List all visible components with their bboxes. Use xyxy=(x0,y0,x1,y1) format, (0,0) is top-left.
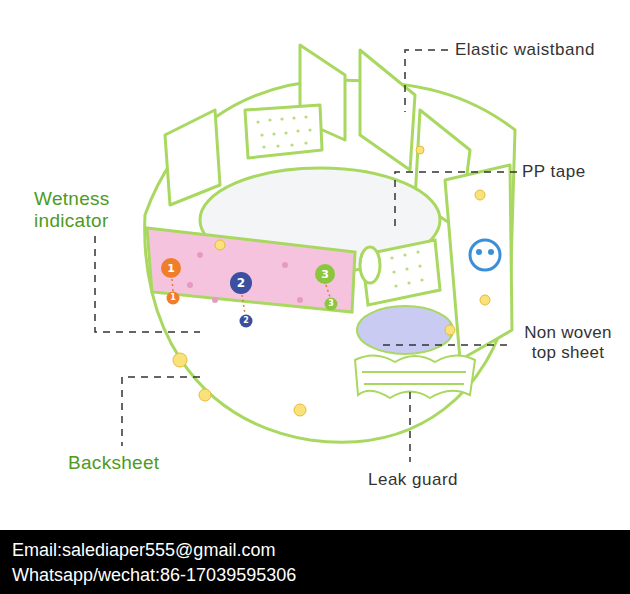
pink-band xyxy=(147,228,355,312)
leader-line xyxy=(409,392,411,462)
indicator-circle xyxy=(230,272,252,294)
band-prints xyxy=(297,297,303,303)
pp-tape-dots xyxy=(418,264,421,267)
callout-number: 1 xyxy=(167,263,175,274)
leader-line xyxy=(122,377,200,446)
part-label: PP tape xyxy=(522,162,622,182)
footer-bar xyxy=(0,530,630,594)
tape-dots xyxy=(256,120,259,123)
panda-print xyxy=(470,240,500,270)
part-label: Wetness indicator xyxy=(34,188,154,232)
pp-tape xyxy=(360,240,440,305)
leak-guard xyxy=(362,372,466,384)
wetness-band xyxy=(147,228,355,328)
indicator-circle xyxy=(315,264,335,284)
indicator-dots xyxy=(172,279,173,291)
footer-contact: Email:salediaper555@gmail.com xyxy=(12,540,612,561)
part-label: Leak guard xyxy=(368,470,498,490)
indicator-circle xyxy=(325,298,338,311)
tape-dots xyxy=(296,129,299,132)
tape-dots xyxy=(304,115,307,118)
part-label: Non woven top sheet xyxy=(512,323,624,362)
tape-curl xyxy=(360,247,380,283)
back-waist-band xyxy=(360,50,415,170)
part-label: Backsheet xyxy=(68,452,208,474)
band-prints xyxy=(187,282,193,288)
panda-print xyxy=(488,249,494,255)
flower-prints xyxy=(480,295,490,305)
callout-number: 2 xyxy=(237,277,245,289)
indicator-circle xyxy=(161,258,181,278)
tape-dots xyxy=(280,117,283,120)
tape-dots xyxy=(292,116,295,119)
diaper-body xyxy=(145,45,515,442)
front-tape-base xyxy=(245,105,322,158)
pp-tape-dots xyxy=(392,270,395,273)
flower-prints xyxy=(215,240,225,250)
flower-prints xyxy=(445,325,455,335)
tape-dots xyxy=(290,143,293,146)
pp-tape-dots xyxy=(420,278,423,281)
band-prints xyxy=(197,252,203,258)
pp-tape-dots xyxy=(403,253,406,256)
leader-lines xyxy=(95,50,517,462)
waist-flap xyxy=(165,110,220,205)
pp-tape-dots xyxy=(394,284,397,287)
tape-dots xyxy=(262,145,265,148)
leader-line xyxy=(405,50,448,112)
panda-print xyxy=(470,240,500,270)
callout-number: 3 xyxy=(328,300,334,308)
tape-dots xyxy=(268,118,271,121)
band-prints xyxy=(282,262,288,268)
tape-dots xyxy=(284,131,287,134)
indicator-circle xyxy=(240,315,253,328)
tape-dots xyxy=(272,132,275,135)
band-prints xyxy=(187,252,303,303)
indicator-circle xyxy=(167,292,180,305)
flower-prints xyxy=(416,146,424,154)
part-label: Elastic waistband xyxy=(455,40,625,60)
footer-contact: Whatsapp/wechat:86-17039595306 xyxy=(12,565,612,586)
leader-line xyxy=(380,344,507,346)
pp-tape-dots xyxy=(405,267,408,270)
flower-prints xyxy=(475,190,485,200)
flower-prints xyxy=(199,389,211,401)
pp-tape-dots xyxy=(390,256,393,259)
callout-number: 1 xyxy=(170,294,176,302)
tape-dots xyxy=(256,115,311,148)
leak-guard xyxy=(355,355,475,398)
flower-prints xyxy=(173,353,187,367)
leader-line xyxy=(95,236,200,332)
tape-dots xyxy=(304,141,307,144)
tape-dots xyxy=(260,133,263,136)
flower-prints xyxy=(173,146,490,416)
indicator-dots xyxy=(242,295,245,314)
right-side-panel xyxy=(445,165,512,360)
tape-dots xyxy=(276,144,279,147)
pp-tape-dots xyxy=(390,250,423,287)
flower-prints xyxy=(294,404,306,416)
leader-line xyxy=(395,172,517,232)
panda-print xyxy=(476,249,482,255)
callout-number: 2 xyxy=(243,317,249,325)
indicator-dots xyxy=(326,285,330,297)
leak-guard xyxy=(355,355,475,398)
top-sheet xyxy=(357,306,453,354)
tape-dots xyxy=(308,128,311,131)
callout-number: 3 xyxy=(321,269,329,280)
pp-tape-dots xyxy=(416,250,419,253)
pp-tape-dots xyxy=(407,281,410,284)
band-prints xyxy=(212,297,218,303)
